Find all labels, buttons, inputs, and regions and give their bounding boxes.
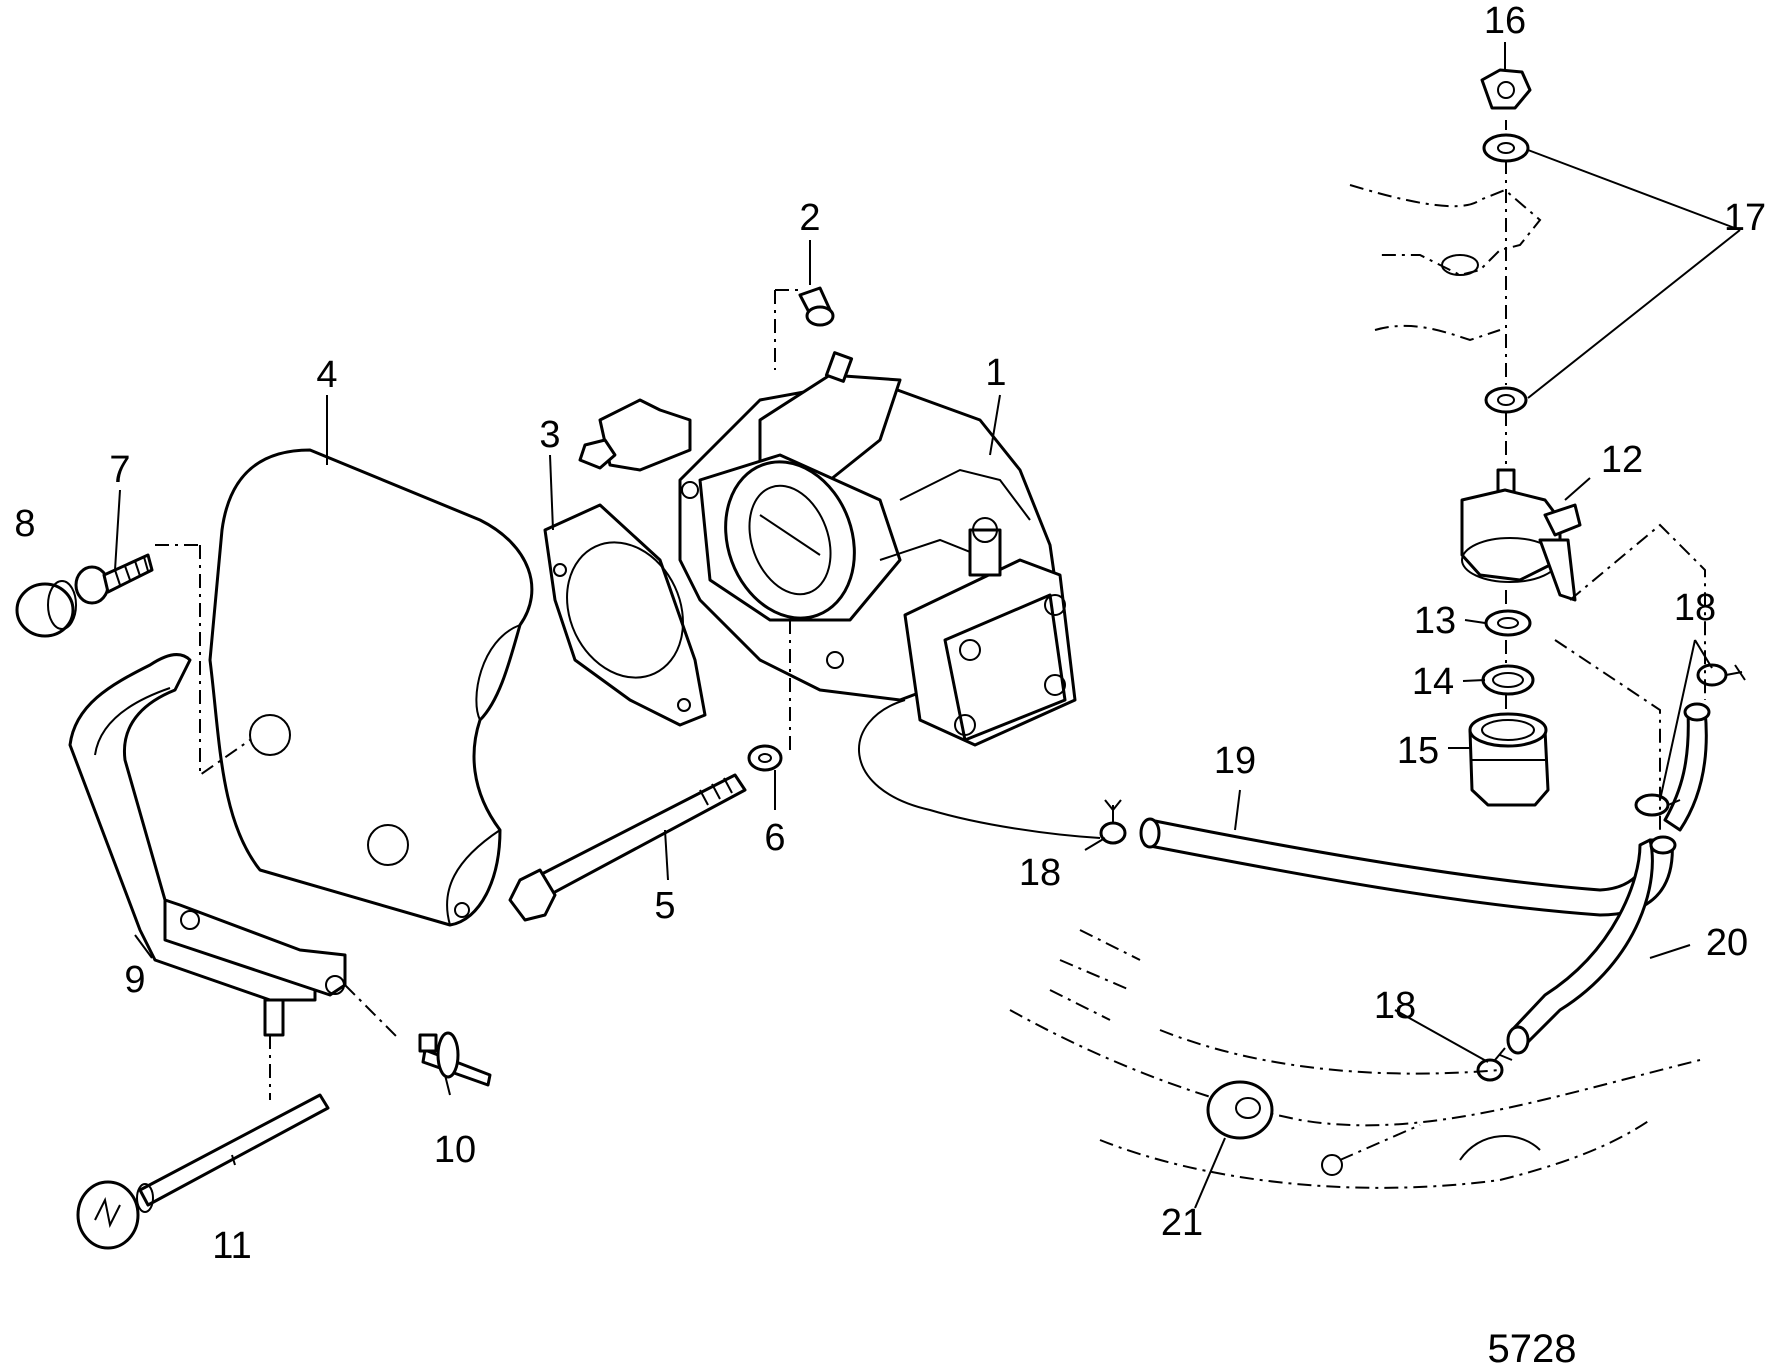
gasket-part-3[interactable] (543, 503, 707, 727)
fuel-pump-part (903, 517, 1077, 747)
clamp-part-18-a[interactable] (1099, 799, 1127, 845)
bolt-part-5[interactable] (508, 773, 747, 922)
callout-15: 15 (1397, 730, 1439, 772)
callout-3: 3 (539, 414, 560, 456)
fuel-fitting-part-12[interactable] (1460, 468, 1582, 602)
leader-lines (114, 42, 1741, 1209)
clamp-part-18-b[interactable] (1634, 663, 1746, 817)
callout-18-c: 18 (1374, 985, 1416, 1027)
callout-12: 12 (1601, 439, 1643, 481)
washer-part-17-top[interactable] (1482, 133, 1530, 163)
callout-13: 13 (1414, 600, 1456, 642)
pin-part-10[interactable] (418, 1031, 492, 1087)
lower-cowl-phantom (1009, 929, 1701, 1189)
callout-7: 7 (109, 449, 130, 491)
screw-part-2[interactable] (798, 286, 835, 327)
fuel-hose-part-20[interactable] (1506, 702, 1711, 1055)
callout-11: 11 (212, 1225, 251, 1267)
callout-19: 19 (1214, 740, 1256, 782)
washer-part-6[interactable] (747, 744, 783, 772)
callout-6: 6 (764, 817, 785, 859)
callout-21: 21 (1161, 1202, 1203, 1244)
screw-part-7[interactable] (74, 553, 154, 605)
bracket-part-9[interactable] (68, 653, 347, 1037)
filter-bowl-part-15[interactable] (1468, 712, 1550, 807)
callout-8: 8 (14, 503, 35, 545)
callout-17: 17 (1724, 197, 1766, 239)
fuel-hose-part-19[interactable] (1139, 817, 1674, 917)
callout-18-a: 18 (1019, 852, 1061, 894)
callout-18-b: 18 (1674, 587, 1716, 629)
washer-part-17-bottom[interactable] (1484, 386, 1528, 414)
nut-part-16[interactable] (1480, 68, 1532, 110)
callout-5: 5 (654, 885, 675, 927)
air-silencer-cover-part-4[interactable] (208, 448, 534, 927)
cap-part-8[interactable] (15, 580, 77, 638)
callout-1: 1 (985, 352, 1006, 394)
callout-16: 16 (1484, 0, 1526, 42)
assembly-lines (155, 120, 1706, 1161)
callout-10: 10 (434, 1129, 476, 1171)
clamp-part-18-c[interactable] (1476, 1047, 1513, 1082)
oring-part-14[interactable] (1481, 664, 1535, 696)
upper-mount-phantom (1349, 184, 1542, 342)
callout-9: 9 (124, 959, 145, 1001)
callout-14: 14 (1412, 661, 1454, 703)
knob-rod-part-11[interactable] (76, 1093, 330, 1250)
washer-part-13[interactable] (1484, 609, 1532, 637)
callout-4: 4 (316, 354, 337, 396)
callout-labels: 1 2 3 4 5 6 7 8 9 10 11 12 13 14 15 16 1… (14, 0, 1766, 1267)
grommet-part-21[interactable] (1206, 1080, 1343, 1176)
callout-20: 20 (1706, 922, 1748, 964)
fuel-line-carb (858, 699, 1101, 839)
callout-2: 2 (799, 197, 820, 239)
drawing-number: 5728 (1488, 1327, 1577, 1368)
